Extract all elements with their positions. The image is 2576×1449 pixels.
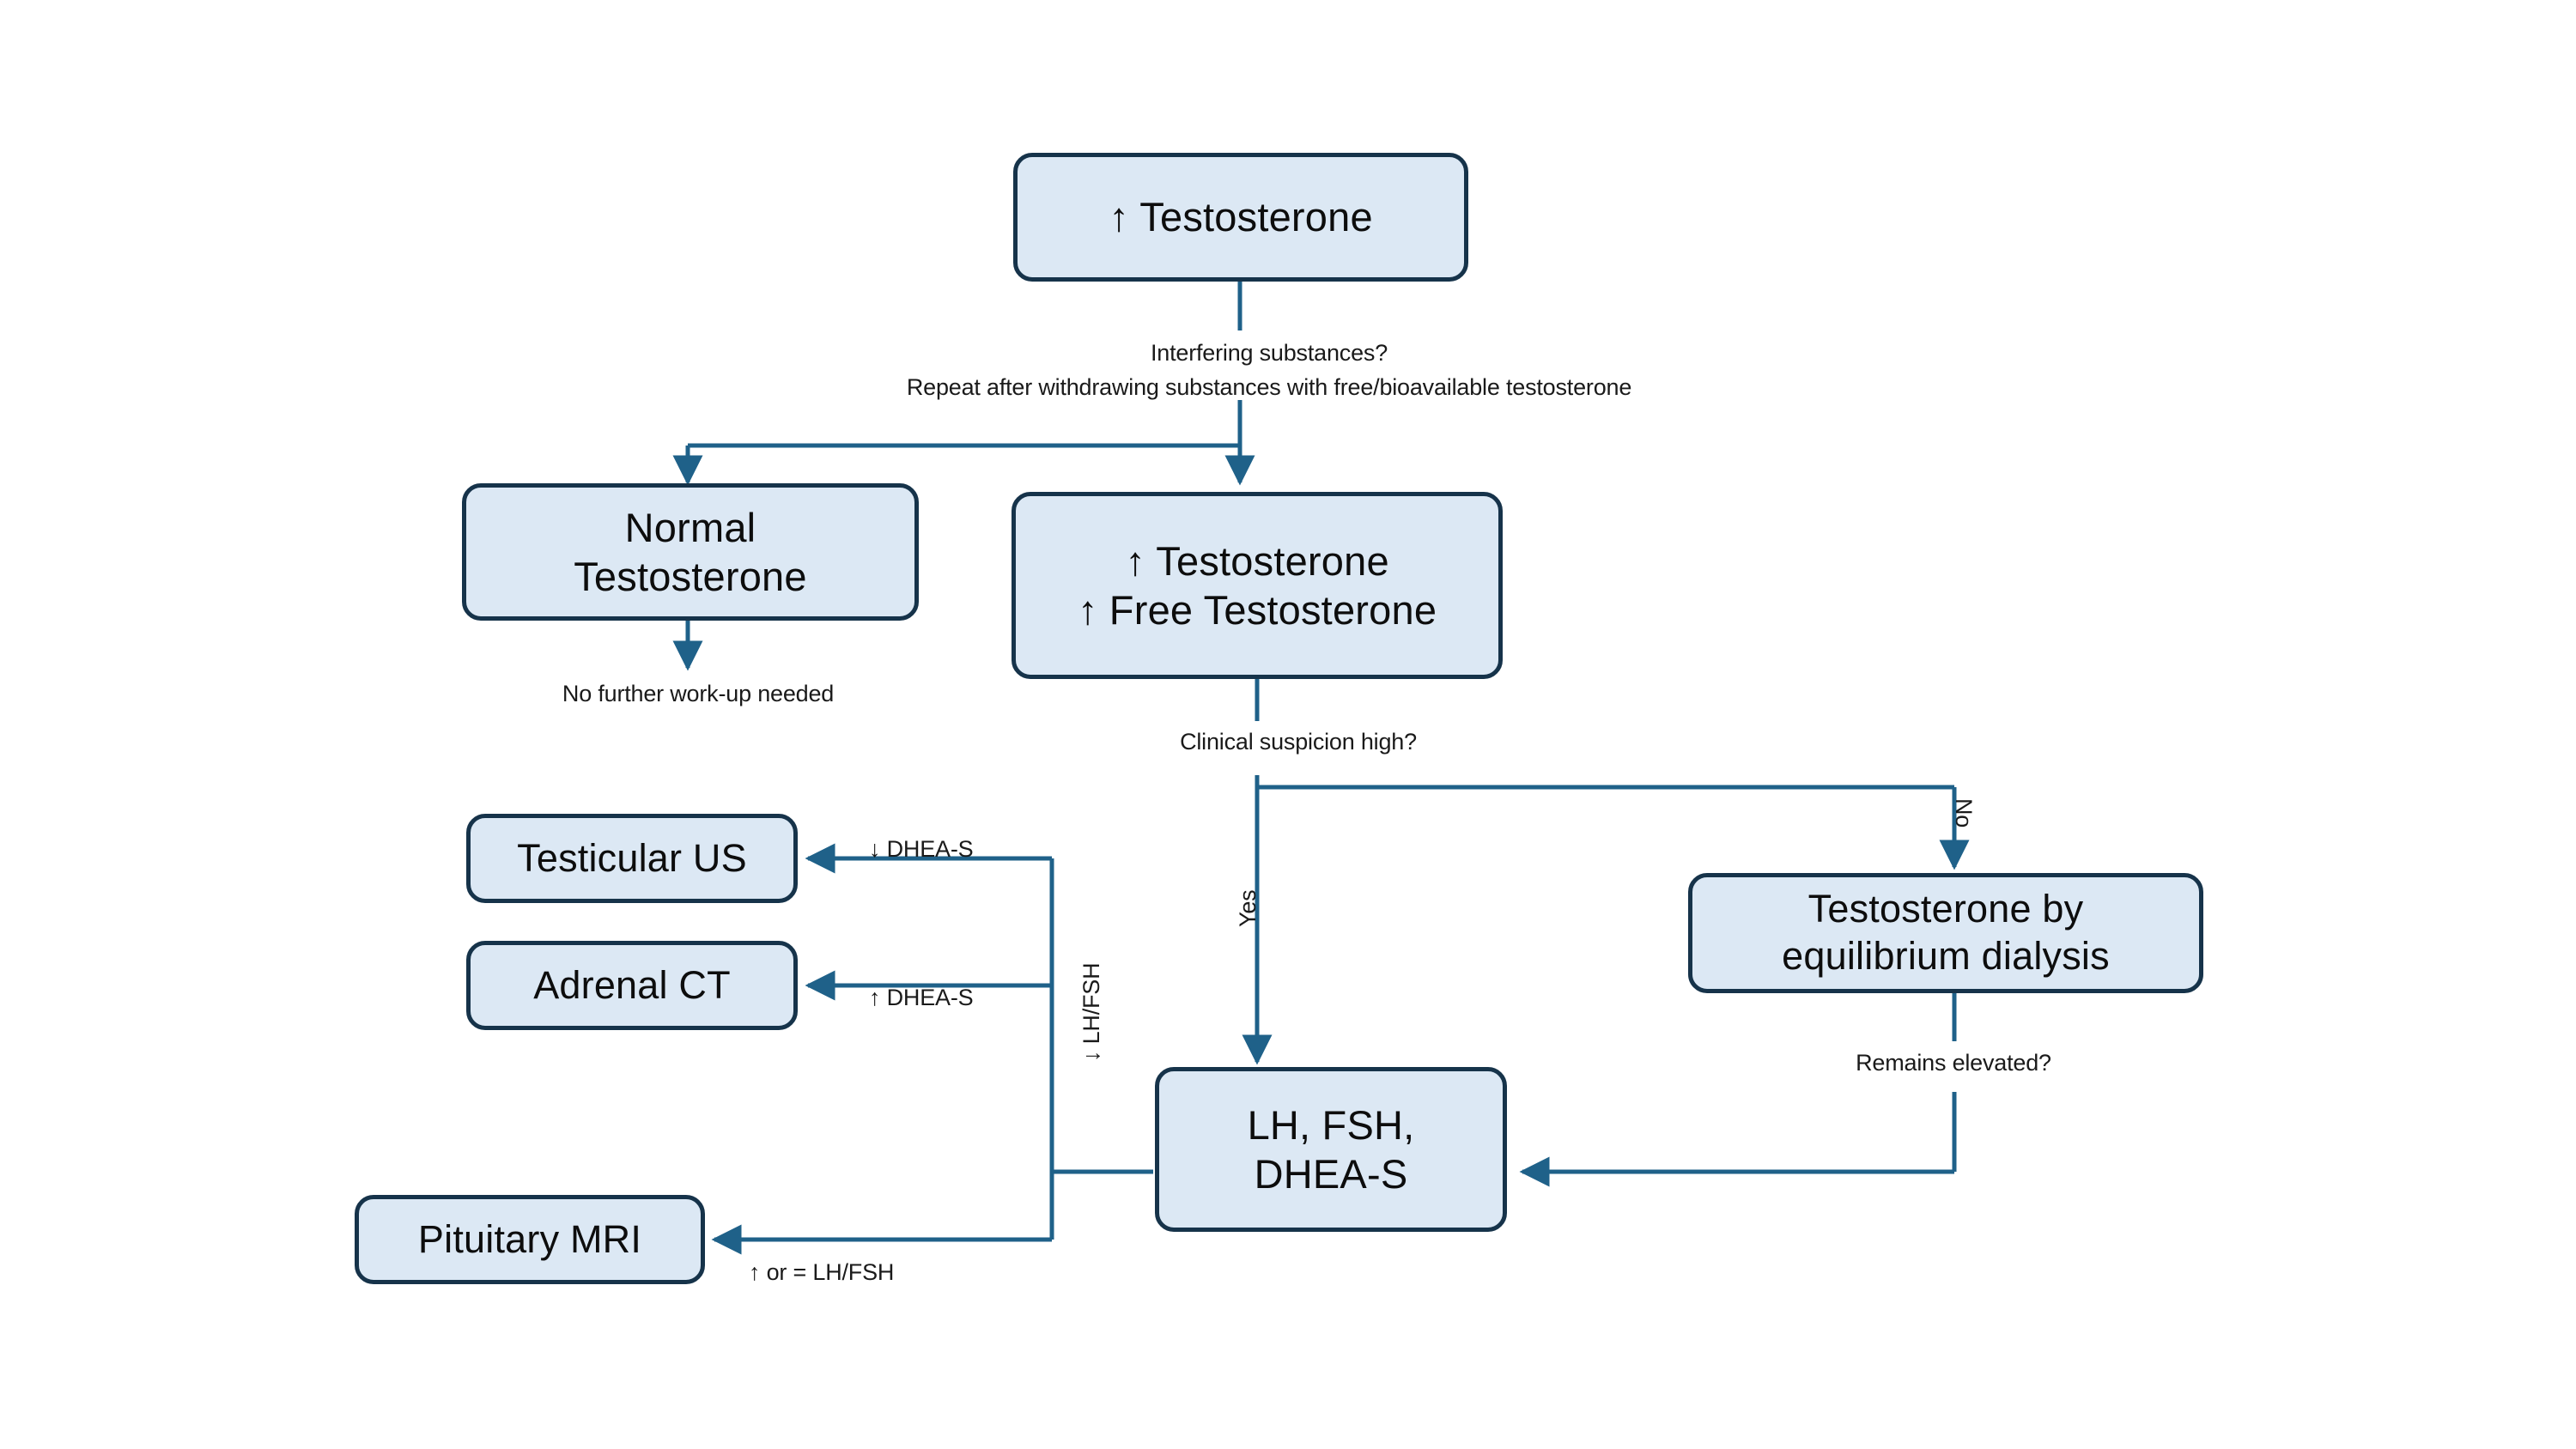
node-equilibrium-dialysis[interactable]: Testosterone by equilibrium dialysis	[1688, 873, 2203, 993]
node-lh-fsh-dheas-label: LH, FSH, DHEA-S	[1247, 1101, 1415, 1197]
label-clinical-suspicion: Clinical suspicion high?	[1180, 729, 1417, 755]
label-lh-fsh-low: ↓ LH/FSH	[1078, 962, 1104, 1062]
node-lh-fsh-dheas[interactable]: LH, FSH, DHEA-S	[1155, 1067, 1507, 1232]
node-pituitary-mri-label: Pituitary MRI	[417, 1216, 642, 1261]
node-testosterone-free-high-label: ↑ Testosterone ↑ Free Testosterone	[1077, 537, 1437, 633]
label-yes: Yes	[1235, 889, 1261, 927]
node-normal-testosterone-label: Normal Testosterone	[574, 504, 807, 599]
label-dheas-high: ↑ DHEA-S	[869, 985, 974, 1010]
node-pituitary-mri[interactable]: Pituitary MRI	[355, 1195, 705, 1284]
node-testosterone-high-label: ↑ Testosterone	[1109, 194, 1373, 240]
node-equilibrium-dialysis-label: Testosterone by equilibrium dialysis	[1782, 887, 2110, 978]
node-normal-testosterone[interactable]: Normal Testosterone	[462, 483, 919, 621]
node-adrenal-ct[interactable]: Adrenal CT	[466, 941, 798, 1030]
label-dheas-low: ↓ DHEA-S	[869, 836, 974, 862]
node-testosterone-free-high[interactable]: ↑ Testosterone ↑ Free Testosterone	[1012, 492, 1503, 679]
node-testosterone-high[interactable]: ↑ Testosterone	[1013, 153, 1468, 282]
node-testicular-us-label: Testicular US	[517, 835, 747, 880]
node-testicular-us[interactable]: Testicular US	[466, 814, 798, 903]
label-no: No	[1951, 798, 1977, 828]
node-adrenal-ct-label: Adrenal CT	[533, 962, 731, 1007]
label-remains-elevated: Remains elevated?	[1856, 1050, 2051, 1076]
label-no-further-workup: No further work-up needed	[562, 681, 835, 706]
label-interfering-substances: Interfering substances?	[1150, 340, 1388, 366]
label-repeat-after-withdrawing: Repeat after withdrawing substances with…	[906, 374, 1632, 400]
label-lh-fsh-high-or-normal: ↑ or = LH/FSH	[749, 1259, 895, 1285]
